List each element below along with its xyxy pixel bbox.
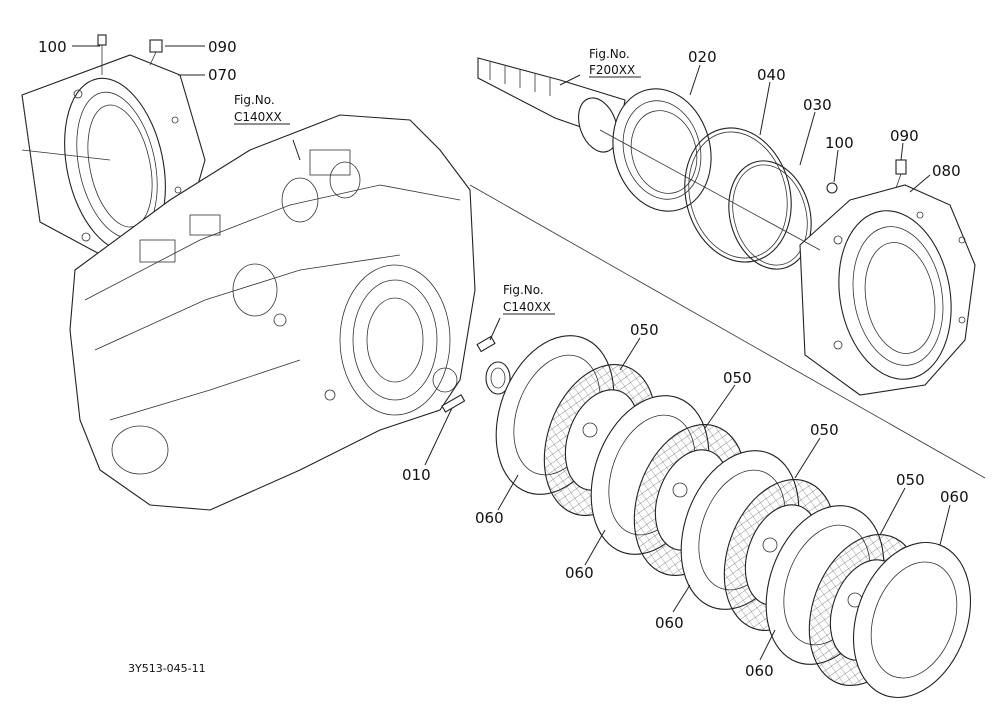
plug-100-left — [97, 34, 107, 75]
assembly-axis-line — [469, 184, 986, 479]
fig-ref-2-code: F200XX — [589, 63, 635, 77]
label-090-left: 090 — [208, 38, 237, 56]
fig-ref-1-title: Fig.No. — [234, 93, 275, 107]
breather-090-right — [895, 159, 907, 189]
drawing-code: 3Y513-045-11 — [128, 662, 206, 675]
label-060-3: 060 — [655, 614, 684, 632]
fig-ref-3-title: Fig.No. — [503, 283, 544, 297]
label-060-right: 060 — [940, 488, 969, 506]
transmission-case — [69, 114, 476, 511]
fig-ref-1-code: C140XX — [234, 110, 282, 124]
plate-060-5 — [852, 541, 972, 699]
ring-030 — [728, 160, 812, 270]
label-060-4: 060 — [745, 662, 774, 680]
label-100-left: 100 — [38, 38, 67, 56]
label-090-right: 090 — [890, 127, 919, 145]
breather-090-left — [149, 39, 163, 66]
shaft-axis-line — [599, 129, 821, 251]
label-050-2: 050 — [723, 369, 752, 387]
ring-040 — [684, 127, 792, 263]
label-060-1: 060 — [475, 509, 504, 527]
label-080: 080 — [932, 162, 961, 180]
plug-100-right — [826, 182, 838, 194]
label-060-2: 060 — [565, 564, 594, 582]
label-050-3: 050 — [810, 421, 839, 439]
label-040: 040 — [757, 66, 786, 84]
fig-ref-2-title: Fig.No. — [589, 47, 630, 61]
label-030: 030 — [803, 96, 832, 114]
label-020: 020 — [688, 48, 717, 66]
brake-housing-right — [799, 184, 976, 396]
pin-010 — [441, 394, 466, 413]
seal-020 — [612, 88, 712, 212]
oring-near-case — [476, 335, 511, 395]
label-070: 070 — [208, 66, 237, 84]
label-050-1: 050 — [630, 321, 659, 339]
fig-ref-3-code: C140XX — [503, 300, 551, 314]
label-050-4: 050 — [896, 471, 925, 489]
leader-lines — [72, 45, 951, 661]
label-100-right: 100 — [825, 134, 854, 152]
label-010: 010 — [402, 466, 431, 484]
